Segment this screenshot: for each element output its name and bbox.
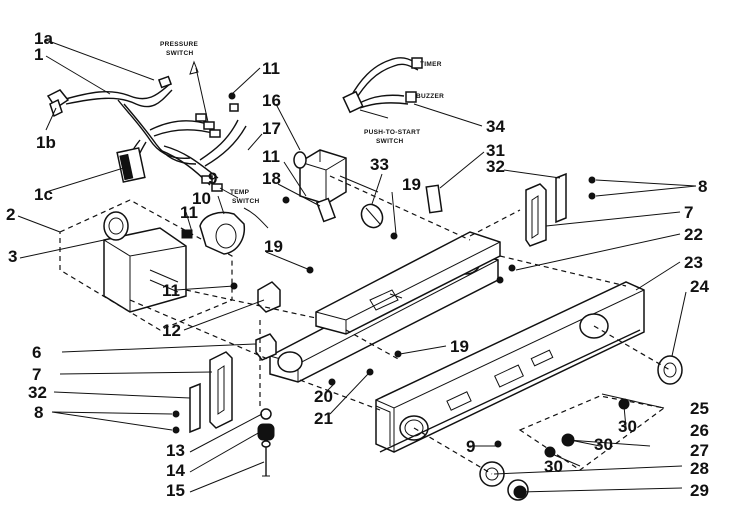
callout-1b: 1b bbox=[36, 133, 56, 152]
callout-1: 1 bbox=[34, 45, 43, 64]
callout-9: 9 bbox=[466, 437, 475, 456]
callout-10: 10 bbox=[192, 189, 211, 208]
callout-11: 11 bbox=[162, 281, 180, 300]
pressure-switch-label-1: PRESSURE bbox=[160, 41, 199, 48]
callout-12: 12 bbox=[162, 321, 181, 340]
callout-numbers: 1a 1 1b 1c 2 3 11 16 17 11 18 9 10 11 19… bbox=[6, 29, 709, 500]
callout-28: 28 bbox=[690, 459, 709, 478]
callout-34: 34 bbox=[486, 117, 505, 136]
callout-23: 23 bbox=[684, 253, 703, 272]
callout-7: 7 bbox=[32, 365, 41, 384]
callout-11: 11 bbox=[262, 147, 280, 166]
timer bbox=[293, 149, 379, 205]
leader-lines bbox=[17, 39, 697, 493]
assembly-lines bbox=[129, 175, 671, 475]
callout-20: 20 bbox=[314, 387, 333, 406]
push-to-start-switch bbox=[342, 90, 364, 114]
wiring-harness bbox=[46, 60, 247, 199]
screws bbox=[228, 92, 516, 448]
callout-2: 2 bbox=[6, 205, 15, 224]
callout-27: 27 bbox=[690, 441, 709, 460]
push-to-start-label-2: SWITCH bbox=[376, 138, 403, 145]
callout-25: 25 bbox=[690, 399, 709, 418]
pressure-switch-label-2: SWITCH bbox=[166, 50, 193, 57]
temp-switch-label-1: TEMP bbox=[230, 189, 250, 196]
buzzer-label: BUZZER bbox=[416, 93, 444, 100]
left-mounting-plate bbox=[172, 351, 233, 434]
small-labels: PRESSURE SWITCH TIMER BUZZER PUSH-TO-STA… bbox=[160, 41, 444, 205]
callout-11: 11 bbox=[180, 203, 198, 222]
callout-19: 19 bbox=[402, 175, 421, 194]
callout-19: 19 bbox=[450, 337, 469, 356]
callout-32: 32 bbox=[28, 383, 47, 402]
light-33 bbox=[360, 203, 384, 229]
callout-32: 32 bbox=[486, 157, 505, 176]
callout-24: 24 bbox=[690, 277, 709, 296]
callout-31: 31 bbox=[486, 141, 505, 160]
timer-label: TIMER bbox=[420, 61, 442, 68]
callout-1c: 1c bbox=[34, 185, 53, 204]
bracket-clip-18 bbox=[315, 197, 337, 223]
callout-15: 15 bbox=[166, 481, 185, 500]
callout-26: 26 bbox=[690, 421, 709, 440]
callout-33: 33 bbox=[370, 155, 389, 174]
callout-30: 30 bbox=[544, 457, 563, 476]
callout-21: 21 bbox=[314, 409, 333, 428]
temp-switch-label-2: SWITCH bbox=[232, 198, 259, 205]
rotary-switch bbox=[181, 207, 269, 255]
callout-11: 11 bbox=[262, 59, 280, 78]
callout-8: 8 bbox=[34, 403, 43, 422]
push-to-start-label-1: PUSH-TO-START bbox=[364, 129, 420, 136]
knob-24 bbox=[657, 355, 683, 385]
callout-30: 30 bbox=[594, 435, 613, 454]
callout-30: 30 bbox=[618, 417, 637, 436]
callout-9: 9 bbox=[208, 169, 217, 188]
callout-8: 8 bbox=[698, 177, 707, 196]
pressure-switch-housing bbox=[59, 199, 233, 331]
callout-29: 29 bbox=[690, 481, 709, 500]
callout-1a: 1a bbox=[34, 29, 53, 48]
control-bracket bbox=[269, 184, 501, 383]
callout-18: 18 bbox=[262, 169, 281, 188]
lower-hardware bbox=[257, 408, 275, 477]
callout-22: 22 bbox=[684, 225, 703, 244]
callout-14: 14 bbox=[166, 461, 185, 480]
callout-3: 3 bbox=[8, 247, 17, 266]
callout-17: 17 bbox=[262, 119, 281, 138]
callout-13: 13 bbox=[166, 441, 185, 460]
callout-16: 16 bbox=[262, 91, 281, 110]
push-to-start-knob-31 bbox=[425, 184, 443, 214]
small-brackets bbox=[255, 281, 281, 361]
push-to-start-switch-wiring bbox=[342, 57, 423, 119]
right-mounting-plate bbox=[525, 172, 596, 247]
callout-19: 19 bbox=[264, 237, 283, 256]
callout-6: 6 bbox=[32, 343, 41, 362]
callout-7: 7 bbox=[684, 203, 693, 222]
